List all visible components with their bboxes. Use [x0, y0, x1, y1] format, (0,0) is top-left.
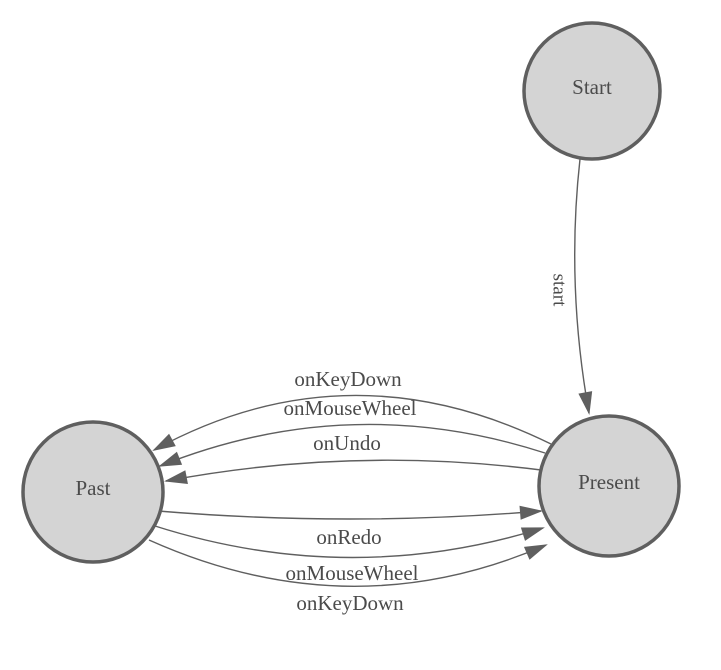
transition-label-present-to-past-onundo: onUndo: [313, 431, 381, 455]
state-node-present[interactable]: [537, 414, 681, 558]
transition-label-past-to-present-onredo: onRedo: [316, 525, 381, 549]
transition-edge-present-to-past-onundo[interactable]: [164, 459, 542, 484]
state-node-past[interactable]: [21, 420, 165, 564]
transition-label-start-to-present: start: [549, 274, 570, 307]
transition-label-present-to-past-onmousewheel: onMouseWheel: [284, 396, 417, 420]
transition-edge-past-to-present-onredo[interactable]: [157, 505, 543, 520]
state-label-start: Start: [572, 75, 612, 99]
transition-edge-past-to-present-onmousewheel[interactable]: [154, 525, 545, 559]
state-label-present: Present: [578, 470, 640, 494]
transition-edge-present-to-past-onkeydown[interactable]: [152, 394, 552, 451]
transition-edge-start-to-present[interactable]: [574, 158, 593, 415]
transition-edge-past-to-present-onkeydown[interactable]: [148, 539, 548, 587]
transition-label-past-to-present-onkeydown: onKeyDown: [296, 591, 404, 615]
edge-labels-layer: start onKeyDown onMouseWheel onUndo onRedo on…: [284, 274, 570, 615]
state-label-past: Past: [75, 476, 110, 500]
state-node-start[interactable]: [522, 21, 662, 161]
transition-label-present-to-past-onkeydown: onKeyDown: [294, 367, 402, 391]
edges-layer: [148, 158, 593, 587]
transition-edge-present-to-past-onmousewheel[interactable]: [158, 423, 546, 467]
transition-label-past-to-present-onmousewheel: onMouseWheel: [286, 561, 419, 585]
